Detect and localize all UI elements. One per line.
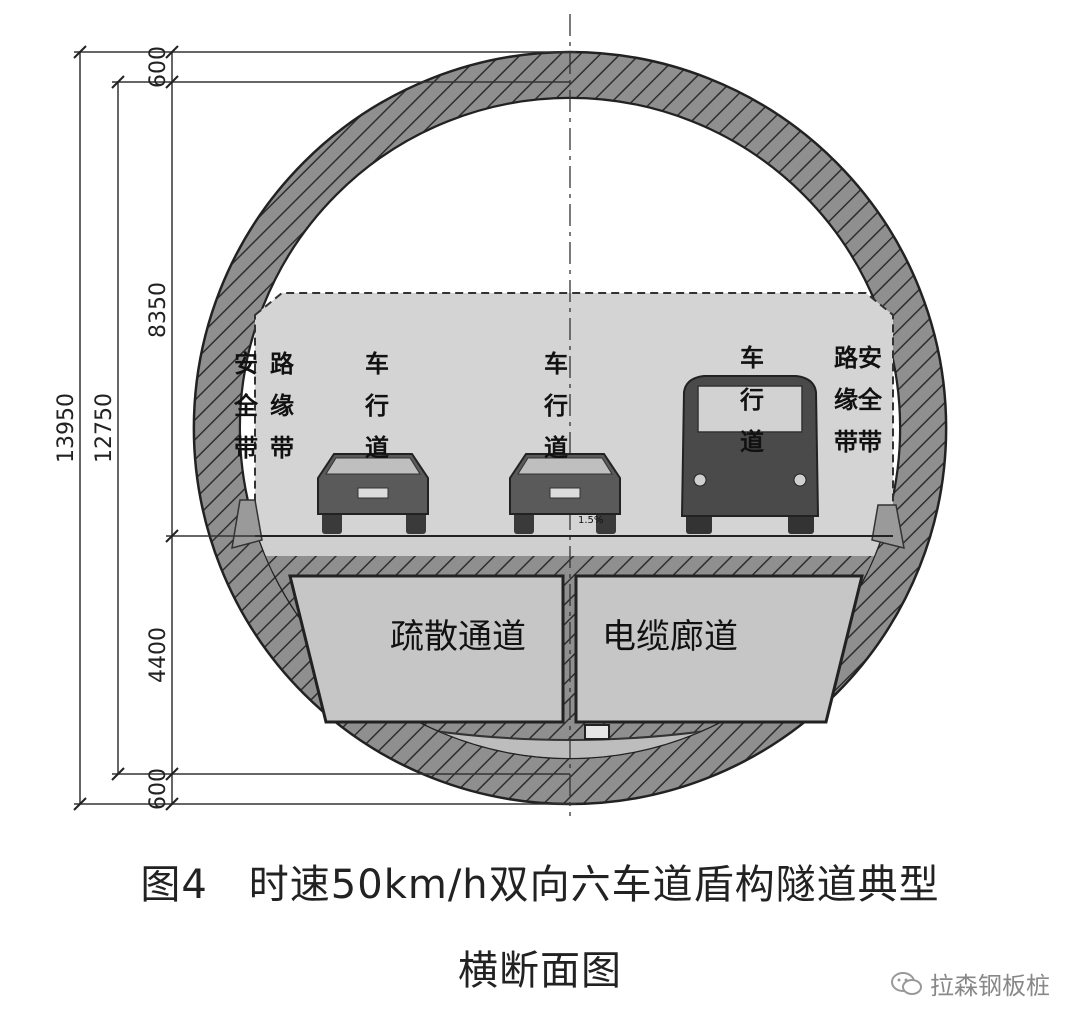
watermark: 拉森钢板桩 bbox=[890, 966, 1050, 1001]
wechat-icon bbox=[891, 971, 922, 995]
car-middle bbox=[509, 453, 621, 534]
label-curb-right: 路缘带 bbox=[834, 343, 859, 456]
bus bbox=[680, 375, 820, 534]
figure-caption-line2: 横断面图 bbox=[458, 948, 622, 994]
label-curb-left: 路缘带 bbox=[270, 349, 295, 462]
car-left bbox=[317, 453, 429, 534]
drain-box bbox=[584, 724, 610, 740]
evacuation-passage-label: 疏散通道 bbox=[390, 617, 526, 657]
cable-gallery bbox=[574, 574, 864, 724]
cable-gallery-label: 电缆廊道 bbox=[602, 617, 738, 657]
dim-total-inner: 12750 bbox=[92, 393, 117, 463]
tunnel-cross-section-diagram: 安全带 路缘带 车行道 车行道 车行道 路缘带 安全带 1.5% 疏散通道 电缆… bbox=[54, 14, 948, 816]
figure-caption-line1: 图4 时速50km/h双向六车道盾构隧道典型 bbox=[140, 862, 940, 908]
dim-top-lining: 600 bbox=[146, 46, 171, 88]
dim-bottom-lining: 600 bbox=[146, 768, 171, 810]
label-lane2: 车行道 bbox=[543, 349, 568, 462]
dim-lower-space: 4400 bbox=[146, 627, 171, 683]
slope-label: 1.5% bbox=[578, 515, 603, 526]
watermark-text: 拉森钢板桩 bbox=[930, 972, 1050, 1000]
evacuation-passage bbox=[288, 574, 565, 724]
dim-total-outer: 13950 bbox=[54, 393, 79, 463]
label-safety-right: 安全带 bbox=[857, 343, 883, 456]
label-safety-left: 安全带 bbox=[233, 349, 259, 462]
right-curb bbox=[871, 504, 905, 550]
dim-upper-clearance: 8350 bbox=[146, 282, 171, 338]
label-lane1: 车行道 bbox=[364, 349, 389, 462]
label-lane3: 车行道 bbox=[739, 343, 764, 456]
